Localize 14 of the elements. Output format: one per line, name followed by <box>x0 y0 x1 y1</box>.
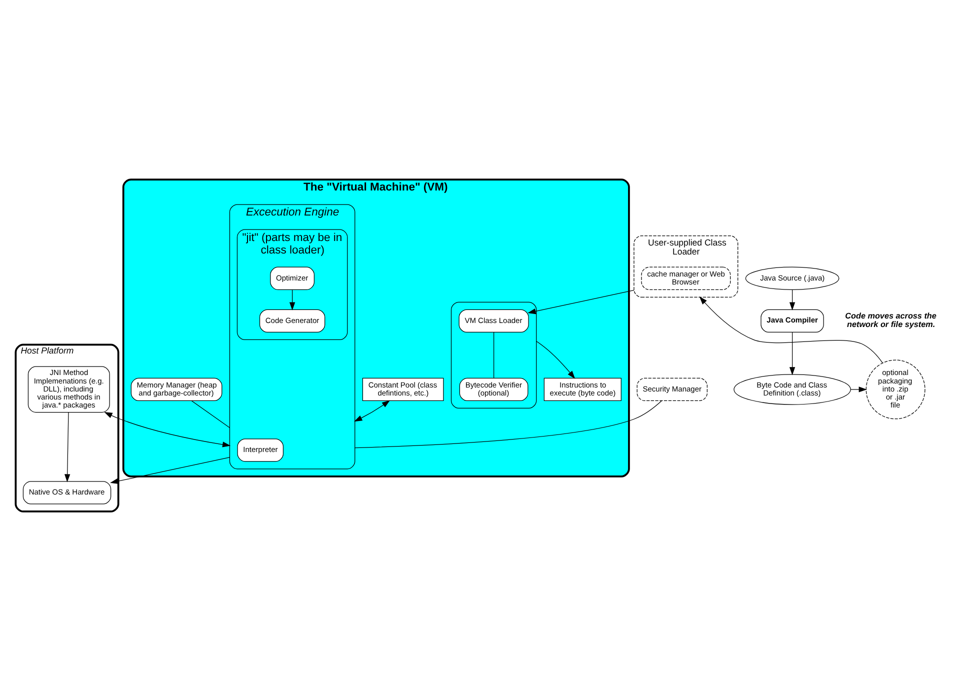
connector <box>493 332 494 378</box>
arrow <box>354 400 390 422</box>
arrow <box>789 332 796 376</box>
arrow <box>64 412 70 482</box>
arrow <box>289 290 296 310</box>
connector <box>354 400 662 448</box>
arrow <box>789 290 796 310</box>
arrow <box>536 340 576 379</box>
arrow <box>699 296 883 364</box>
arrow <box>104 412 231 448</box>
arrow <box>528 290 634 314</box>
connector <box>191 400 230 428</box>
arrow <box>850 386 867 392</box>
arrow <box>110 457 230 484</box>
